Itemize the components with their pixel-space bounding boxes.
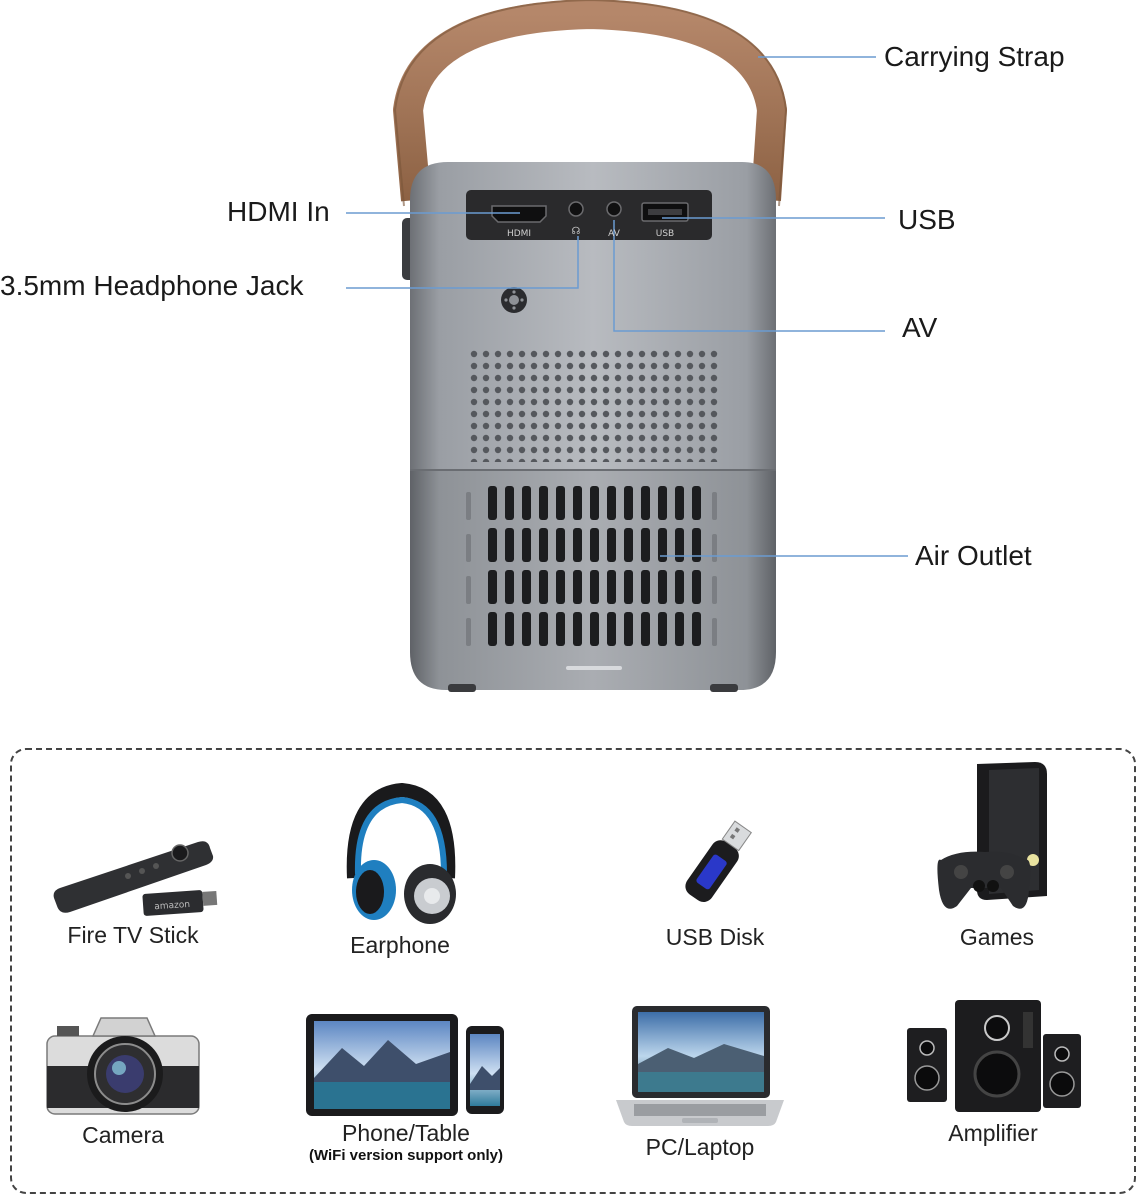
device-games: Games	[922, 760, 1072, 951]
headphone-port	[568, 201, 584, 217]
device-label-pc-laptop: PC/Laptop	[645, 1134, 755, 1160]
callout-lines	[346, 56, 908, 557]
callout-usb: USB	[898, 204, 956, 235]
device-camera: Camera	[38, 1014, 208, 1149]
av-port	[606, 201, 622, 217]
device-label-games: Games	[959, 924, 1035, 950]
laptop-icon	[616, 1006, 784, 1126]
callout-carrying-strap: Carrying Strap	[884, 41, 1065, 72]
speaker-system-icon	[907, 1000, 1081, 1112]
air-outlet-vents	[488, 486, 701, 646]
carrying-strap	[393, 0, 787, 202]
device-label-camera: Camera	[82, 1122, 164, 1148]
callout-av: AV	[902, 312, 938, 343]
tablet-phone-icon	[306, 1014, 504, 1116]
callout-hdmi-in: HDMI In	[227, 196, 330, 227]
device-note-wifi-only: (WiFi version support only)	[308, 1147, 504, 1164]
callout-headphone-jack: 3.5mm Headphone Jack	[0, 270, 304, 301]
device-label-amplifier: Amplifier	[948, 1120, 1038, 1146]
usb-disk-icon	[685, 820, 752, 902]
headphones-icon	[346, 782, 456, 924]
device-pc-laptop: PC/Laptop	[610, 1004, 790, 1161]
hdmi-port	[491, 205, 547, 223]
game-console-icon	[937, 762, 1047, 909]
speaker-grille	[468, 346, 718, 462]
device-label-fire-tv-stick: Fire TV Stick	[67, 922, 199, 948]
projector-diagram: ☊	[0, 0, 1065, 692]
camera-icon	[46, 1017, 200, 1115]
projector-illustration: ☊	[346, 0, 908, 692]
device-phone-table: Phone/Table (WiFi version support only)	[282, 1012, 530, 1164]
device-label-earphone: Earphone	[350, 932, 450, 958]
device-label-phone-table: Phone/Table	[342, 1120, 470, 1146]
device-usb-disk: USB Disk	[630, 812, 800, 951]
device-fire-tv-stick: amazon Fire TV Stick	[38, 828, 228, 949]
device-amplifier: Amplifier	[898, 998, 1088, 1147]
compatible-devices-panel	[10, 748, 1136, 1194]
fire-tv-stick-icon: amazon	[53, 841, 218, 916]
device-label-usb-disk: USB Disk	[665, 924, 765, 950]
device-earphone: Earphone	[330, 778, 470, 959]
svg-text:☊: ☊	[572, 226, 581, 237]
callout-air-outlet: Air Outlet	[915, 540, 1032, 571]
remote-brand-label: amazon	[154, 900, 190, 912]
